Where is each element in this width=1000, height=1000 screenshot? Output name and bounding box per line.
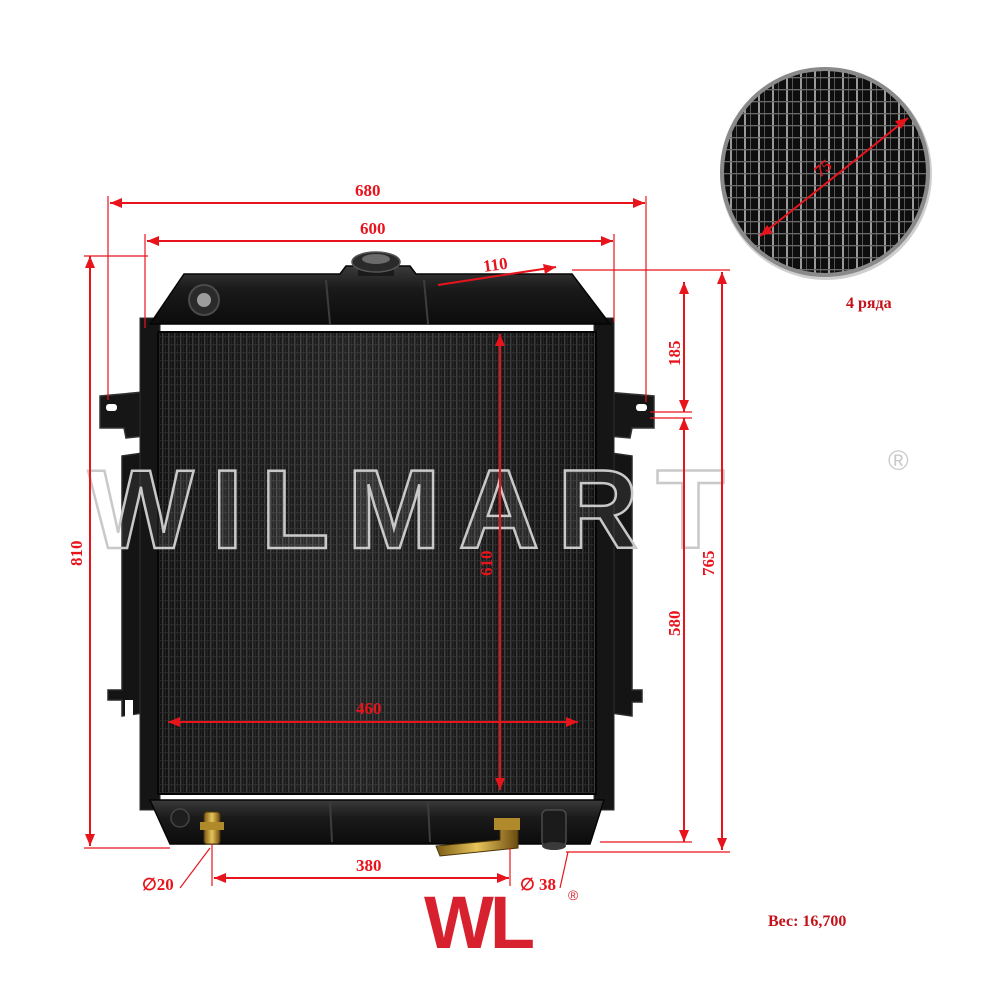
radiator-cap-top <box>362 254 390 264</box>
dim-765-arrow-bottom <box>717 838 727 850</box>
dim-680-label: 680 <box>355 181 381 200</box>
watermark-registered-mark: ® <box>888 445 909 476</box>
radiator <box>99 251 655 857</box>
dim-610-arrow-top <box>495 334 505 346</box>
dim-600-arrow-right <box>601 236 613 246</box>
dim-600-label: 600 <box>360 219 386 238</box>
watermark-text: WILMART <box>88 447 743 572</box>
dim-580-label: 580 <box>665 611 684 637</box>
dim-765-label: 765 <box>699 551 718 577</box>
dim-460-arrow-left <box>168 717 180 727</box>
dim-d38-label: ∅ 38 <box>520 875 556 894</box>
dim-75-arrow-end <box>895 118 908 129</box>
dim-110-line <box>437 266 557 286</box>
dim-765-arrow-top <box>717 272 727 284</box>
inlet-fitting-nut <box>200 822 224 830</box>
bottom-tank-rib <box>329 801 431 843</box>
dim-110-label: 110 <box>482 254 509 276</box>
dim-600-arrow-left <box>147 236 159 246</box>
weight-note: Вес: 16,700 <box>768 913 846 930</box>
radiator-core-sheen <box>158 332 596 794</box>
dim-185-arrow-bottom <box>679 400 689 412</box>
radiator-core-border <box>157 331 597 795</box>
dim-680-arrow-right <box>633 198 645 208</box>
top-tank-rib <box>325 279 429 325</box>
drain-plug-icon <box>170 808 190 828</box>
dim-110-arrow <box>543 264 556 274</box>
dim-380-arrow-right <box>497 873 509 883</box>
left-side-plate-hole <box>125 700 133 720</box>
dim-680-arrow-left <box>110 198 122 208</box>
outlet-pipe-opening <box>542 842 566 850</box>
dim-810-label: 810 <box>67 541 86 567</box>
dim-185-arrow-top <box>679 282 689 294</box>
dim-75-arrow-start <box>760 225 773 236</box>
dim-810-arrow-bottom <box>85 834 95 846</box>
upper-port-hole <box>197 293 211 307</box>
top-tank <box>148 265 612 325</box>
core-zoom-border <box>720 67 930 277</box>
dim-610-arrow-bottom <box>495 778 505 790</box>
left-bracket-slot <box>106 404 117 411</box>
dim-d20-label: ∅20 <box>142 875 174 894</box>
dim-810-arrow-top <box>85 256 95 268</box>
dim-d20-leader <box>179 847 211 889</box>
wl-logo-registered-mark: ® <box>568 887 579 903</box>
dimension-lines: 680 600 110 810 765 185 <box>67 181 730 894</box>
dim-380-arrow-left <box>214 873 226 883</box>
left-bracket <box>99 391 147 439</box>
dim-580-arrow-bottom <box>679 830 689 842</box>
dim-460-label: 460 <box>356 699 382 718</box>
dim-380-label: 380 <box>356 856 382 875</box>
elbow-fitting-nut <box>494 818 520 830</box>
right-bracket-slot <box>636 404 647 411</box>
wl-logo: WL <box>424 881 533 964</box>
core-zoom-texture <box>722 69 928 275</box>
rows-note: 4 ряда <box>846 295 892 312</box>
dim-d38-leader <box>559 851 569 889</box>
bottom-tank <box>148 799 606 845</box>
dim-75-line <box>759 117 909 237</box>
core-zoom-inset: 75 <box>720 67 932 280</box>
outlet-pipe-38 <box>541 809 567 847</box>
dim-610-label: 610 <box>477 551 496 577</box>
dim-460-arrow-right <box>566 717 578 727</box>
dim-580-arrow-top <box>679 418 689 430</box>
dim-185-label: 185 <box>665 341 684 367</box>
